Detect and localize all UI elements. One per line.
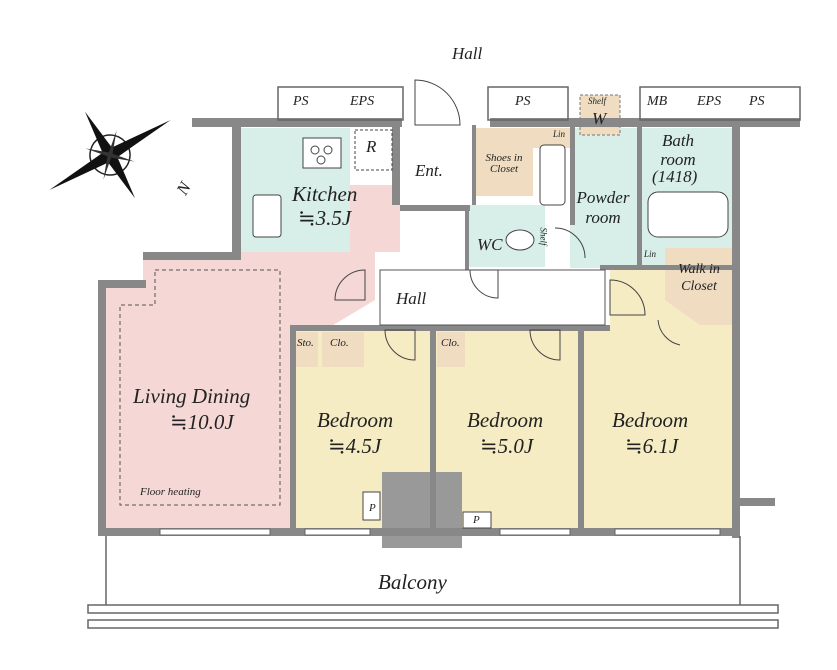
w-label: W xyxy=(592,109,607,128)
mb-label: MB xyxy=(647,94,668,109)
clo-mid-label: Clo. xyxy=(441,337,460,349)
p-left-label: P xyxy=(369,502,376,514)
toilet xyxy=(505,229,535,251)
kitchen-sink xyxy=(252,194,282,238)
fridge xyxy=(354,129,393,171)
eps-left-label: EPS xyxy=(350,94,375,109)
clo-left-label: Clo. xyxy=(330,337,349,349)
bedroom-3-label: Bedroom xyxy=(612,408,689,432)
compass-icon xyxy=(49,111,171,199)
top-shafts xyxy=(277,86,801,121)
lin-side-label: Lin xyxy=(644,249,657,259)
entrance-label: Ent. xyxy=(415,161,443,180)
hall-top-label: Hall xyxy=(452,44,483,63)
shoes-closet-label: Shoes in Closet xyxy=(485,152,523,175)
r-label: R xyxy=(366,137,377,156)
bedroom-1-label: Bedroom xyxy=(317,408,394,432)
floor-heating-outline xyxy=(119,269,281,506)
bedroom-2-size: ≒5.0J xyxy=(480,434,534,458)
living-dining-label: Living Dining xyxy=(133,384,251,408)
bath-size: (1418) xyxy=(652,167,698,186)
powder-room-label: Powder room xyxy=(576,188,630,228)
vanity xyxy=(539,144,566,206)
walk-in-closet-label: Walk in Closet xyxy=(678,262,720,294)
p-box-left xyxy=(362,491,381,521)
p-box-right xyxy=(462,511,492,529)
floor-heating-label: Floor heating xyxy=(140,486,201,498)
bath-room-label: Bath room xyxy=(660,131,696,169)
lin-top-label: Lin xyxy=(553,129,566,139)
walls xyxy=(98,118,800,538)
sto-floor xyxy=(293,332,318,367)
shelf-wc-label: Shelf xyxy=(538,227,549,246)
shelf-w-box xyxy=(579,94,621,136)
eps-right-label: EPS xyxy=(697,94,722,109)
bedroom-3-floor xyxy=(580,268,735,528)
ps-mid-label: PS xyxy=(515,94,531,109)
wc-label: WC xyxy=(477,235,503,254)
p-right-label: P xyxy=(473,514,480,526)
lin-floor xyxy=(533,128,570,148)
bedroom-1-size: ≒4.5J xyxy=(328,434,382,458)
column-block xyxy=(382,472,462,548)
door-swings xyxy=(334,79,681,361)
hall-center-label: Hall xyxy=(396,289,427,308)
clo-left-floor xyxy=(322,332,364,367)
ps-right-label: PS xyxy=(749,94,765,109)
living-dining-size: ≒10.0J xyxy=(170,410,234,434)
bedroom-3-size: ≒6.1J xyxy=(625,434,679,458)
living-dining-floor xyxy=(103,252,325,528)
shelf-top-label: Shelf xyxy=(588,96,606,106)
kitchen-label: Kitchen xyxy=(292,182,358,206)
balcony-rails xyxy=(87,536,779,629)
shoes-closet-floor xyxy=(475,128,533,196)
kitchen-size: ≒3.5J xyxy=(298,206,352,230)
sto-label: Sto. xyxy=(297,337,314,349)
windows xyxy=(159,528,721,536)
bedroom-2-label: Bedroom xyxy=(467,408,544,432)
ps-left-label: PS xyxy=(293,94,309,109)
bathtub xyxy=(647,191,729,238)
balcony-label: Balcony xyxy=(378,570,447,594)
clo-mid-floor xyxy=(437,332,465,367)
fixtures xyxy=(252,129,729,529)
